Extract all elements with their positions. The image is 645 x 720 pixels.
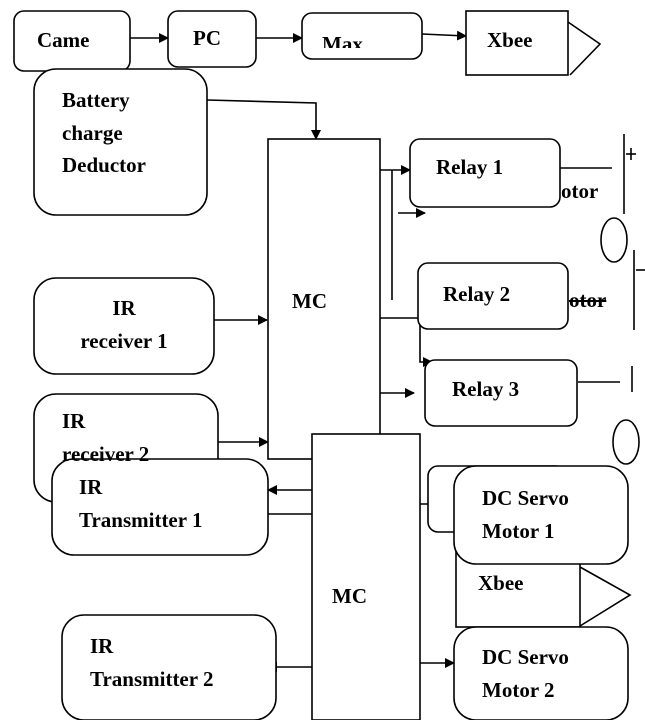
battery-to-mc-arrow <box>206 99 321 140</box>
ir-receiver1-box <box>33 277 215 375</box>
ir-transmitter2-box <box>61 614 277 720</box>
dc-servo2-line-2: Motor 2 <box>482 677 555 702</box>
relay3-box <box>424 359 578 427</box>
ir-transmitter2-line-2: Transmitter 2 <box>90 666 214 691</box>
ir-receiver1-line-2: receiver 1 <box>80 328 168 353</box>
camera-label: Came <box>37 28 90 52</box>
mc-bottom-label: MC <box>332 584 367 608</box>
motor1-symbol <box>600 217 628 263</box>
ir-transmitter2-line-1: IR <box>90 634 114 658</box>
mc-bottom-box <box>311 433 421 720</box>
pc-box <box>167 10 257 68</box>
max-box <box>301 12 423 60</box>
motor-mid-overflow: otor <box>569 288 607 312</box>
battery-line-3: Deductor <box>62 153 146 178</box>
relay1-box <box>409 138 561 208</box>
ir-receiver2-label: IR receiver 2 <box>62 405 149 470</box>
mc-top-box <box>267 138 381 460</box>
xbee-top-label: Xbee <box>487 28 533 52</box>
battery-label: Battery charge Deductor <box>62 84 146 182</box>
xbee-top-box <box>465 10 569 76</box>
dc-servo2-line-1: DC Servo <box>482 645 569 669</box>
xbee-bottom-antenna <box>579 566 632 627</box>
ir-receiver2-line-1: IR <box>62 409 86 433</box>
xbee-bottom-label: Xbee <box>478 571 524 595</box>
dc-servo1-box <box>453 465 629 565</box>
motor-top-overflow: otor <box>561 179 599 203</box>
ir-transmitter1-box <box>51 458 269 556</box>
battery-line-1: Battery <box>62 88 130 112</box>
ir-receiver2-line-2: receiver 2 <box>62 441 150 466</box>
dc-servo1-label: DC Servo Motor 1 <box>482 482 569 547</box>
relay2-box <box>417 262 569 330</box>
ir-receiver1-label: IR receiver 1 <box>64 292 184 357</box>
ir-receiver1-line-1: IR <box>112 296 136 320</box>
max-to-xbee-arrow <box>421 30 467 41</box>
pc-label: PC <box>193 26 221 50</box>
dc-servo1-line-2: Motor 1 <box>482 518 555 543</box>
mc-to-relay3-link <box>380 317 433 367</box>
ir-transmitter1-label: IR Transmitter 1 <box>79 471 202 536</box>
mc-top-label: MC <box>292 289 327 313</box>
dc-servo2-label: DC Servo Motor 2 <box>482 641 569 706</box>
relay1-label: Relay 1 <box>436 155 504 179</box>
relay3-label: Relay 3 <box>452 377 520 401</box>
motor3-symbol <box>612 419 640 465</box>
battery-box <box>33 68 208 216</box>
ir-transmitter2-label: IR Transmitter 2 <box>90 630 213 695</box>
xbee-top-antenna <box>567 21 602 76</box>
ir-transmitter1-line-2: Transmitter 1 <box>79 507 203 532</box>
ir-transmitter1-line-1: IR <box>79 475 103 499</box>
dc-servo2-box <box>453 626 629 720</box>
max-label: Max <box>322 32 363 48</box>
dc-servo1-line-1: DC Servo <box>482 486 569 510</box>
relay2-label: Relay 2 <box>443 282 511 306</box>
battery-line-2: charge <box>62 120 123 145</box>
